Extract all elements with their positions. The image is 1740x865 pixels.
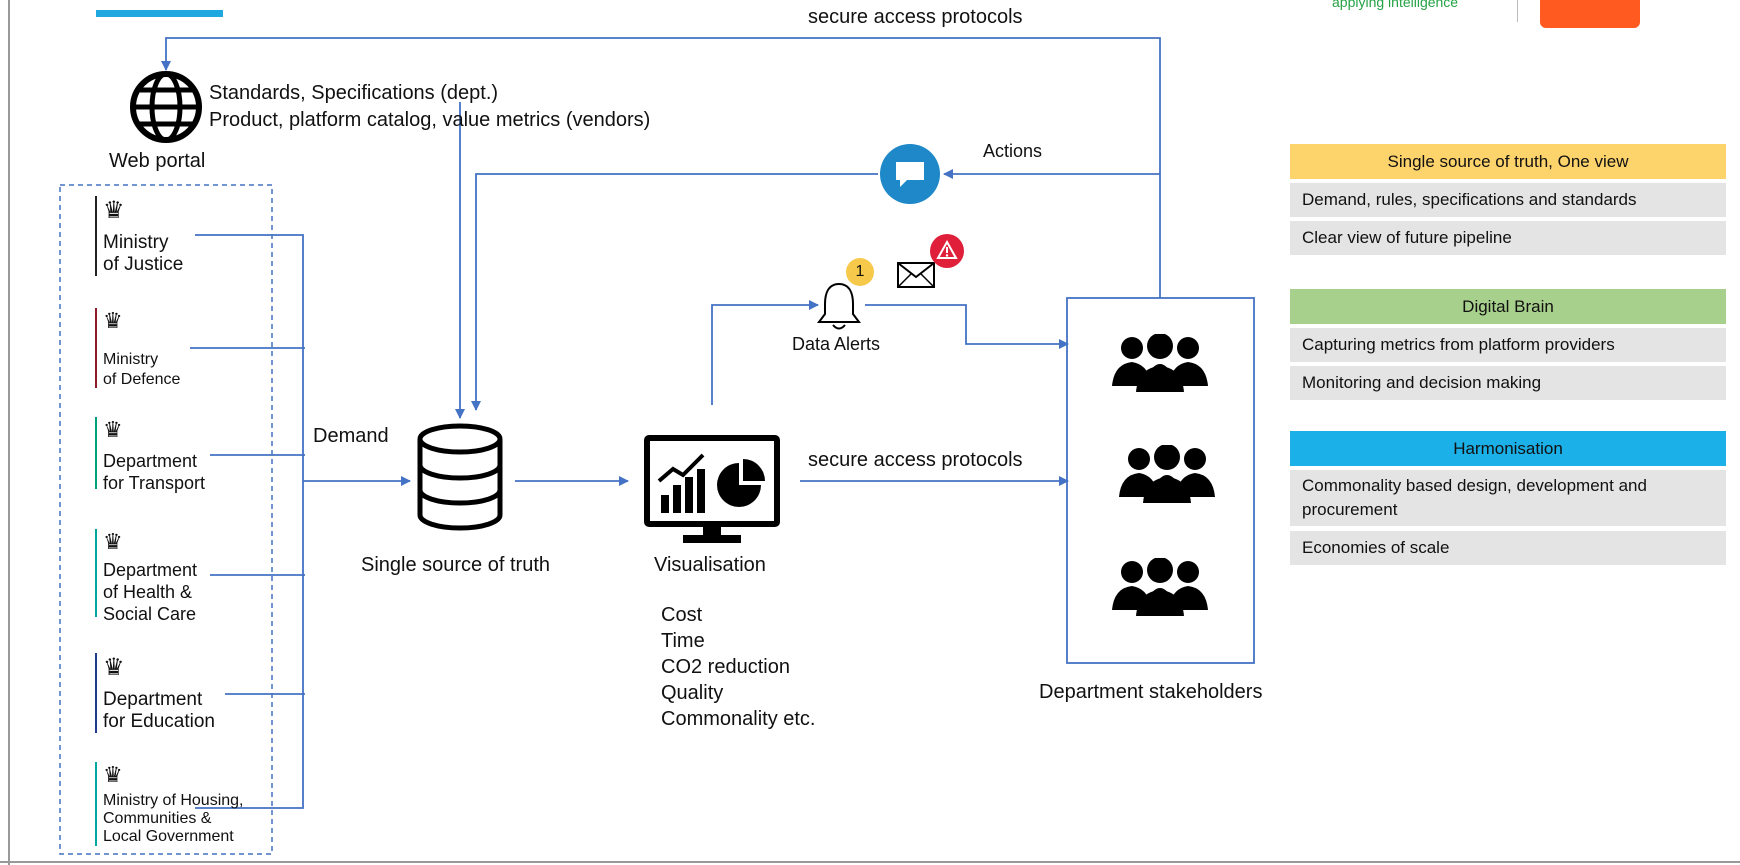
people-group-icon bbox=[1112, 334, 1208, 392]
bell-icon bbox=[817, 282, 861, 330]
royal-crest-icon: ♛ bbox=[103, 308, 123, 333]
brand-tagline: applying intelligence bbox=[1332, 0, 1459, 10]
dept-colour-bar bbox=[95, 308, 97, 388]
sst-label: Single source of truth bbox=[361, 554, 550, 576]
accent-bar bbox=[96, 10, 223, 17]
panel-digital-brain-title: Digital Brain bbox=[1290, 289, 1726, 324]
stakeholders-label: Department stakeholders bbox=[1039, 681, 1263, 703]
metrics-list: Cost Time CO2 reduction Quality Commonal… bbox=[661, 602, 816, 732]
actions-label: Actions bbox=[983, 141, 1043, 161]
dept-colour-bar bbox=[95, 529, 97, 617]
dept-name: Department for Transport bbox=[103, 451, 206, 493]
top-protocol-label: secure access protocols bbox=[808, 6, 1023, 28]
metric-item: Commonality etc. bbox=[661, 708, 816, 730]
frame-bottom-edge bbox=[0, 861, 1740, 863]
data-alerts-label: Data Alerts bbox=[792, 334, 881, 354]
metric-item: Cost bbox=[661, 604, 703, 626]
panel-digital-brain-item: Monitoring and decision making bbox=[1290, 366, 1726, 400]
brand-logo-icon bbox=[1540, 0, 1640, 28]
brand-divider bbox=[1517, 0, 1518, 22]
chat-bubble-icon bbox=[880, 144, 940, 204]
panel-harmonisation-item: Commonality based design, development an… bbox=[1290, 470, 1726, 526]
mid-protocol-label: secure access protocols bbox=[808, 449, 1023, 471]
metric-item: CO2 reduction bbox=[661, 656, 790, 678]
people-group-icon bbox=[1112, 558, 1208, 616]
royal-crest-icon: ♛ bbox=[103, 654, 125, 681]
web-portal-line2: Product, platform catalog, value metrics… bbox=[209, 109, 651, 131]
alert-count: 1 bbox=[855, 263, 865, 280]
dept-name: Ministry of Defence bbox=[103, 351, 181, 388]
dept-colour-bar bbox=[95, 196, 97, 276]
dept-name: Ministry of Justice bbox=[103, 232, 184, 275]
people-group-icon bbox=[1119, 445, 1215, 503]
database-icon bbox=[417, 423, 503, 531]
panel-digital-brain-item: Capturing metrics from platform provider… bbox=[1290, 328, 1726, 362]
frame-left-edge bbox=[8, 0, 10, 865]
dashboard-monitor-icon bbox=[644, 435, 780, 543]
globe-icon bbox=[130, 71, 202, 143]
royal-crest-icon: ♛ bbox=[103, 417, 123, 442]
dept-name: Ministry of Housing, Communities & Local… bbox=[103, 792, 244, 845]
dept-name: Department of Health & Social Care bbox=[103, 560, 198, 624]
panel-sst-item: Clear view of future pipeline bbox=[1290, 221, 1726, 255]
panel-sst-item: Demand, rules, specifications and standa… bbox=[1290, 183, 1726, 217]
dept-colour-bar bbox=[95, 653, 97, 733]
royal-crest-icon: ♛ bbox=[103, 197, 125, 224]
panel-harmonisation-item: Economies of scale bbox=[1290, 531, 1726, 565]
metric-item: Quality bbox=[661, 682, 724, 704]
web-portal-line1: Standards, Specifications (dept.) bbox=[209, 82, 499, 104]
royal-crest-icon: ♛ bbox=[103, 762, 123, 787]
panel-harmonisation-title: Harmonisation bbox=[1290, 431, 1726, 466]
panel-sst-title: Single source of truth, One view bbox=[1290, 144, 1726, 179]
web-portal-label: Web portal bbox=[109, 150, 206, 172]
visualisation-label: Visualisation bbox=[654, 554, 766, 576]
dept-name: Department for Education bbox=[103, 689, 215, 732]
warning-icon bbox=[930, 234, 964, 268]
alert-count-badge: 1 bbox=[846, 258, 874, 286]
royal-crest-icon: ♛ bbox=[103, 529, 123, 554]
metric-item: Time bbox=[661, 630, 705, 652]
dept-colour-bar bbox=[95, 762, 97, 846]
mail-icon bbox=[897, 262, 935, 288]
demand-label: Demand bbox=[313, 425, 389, 447]
dept-colour-bar bbox=[95, 417, 97, 489]
